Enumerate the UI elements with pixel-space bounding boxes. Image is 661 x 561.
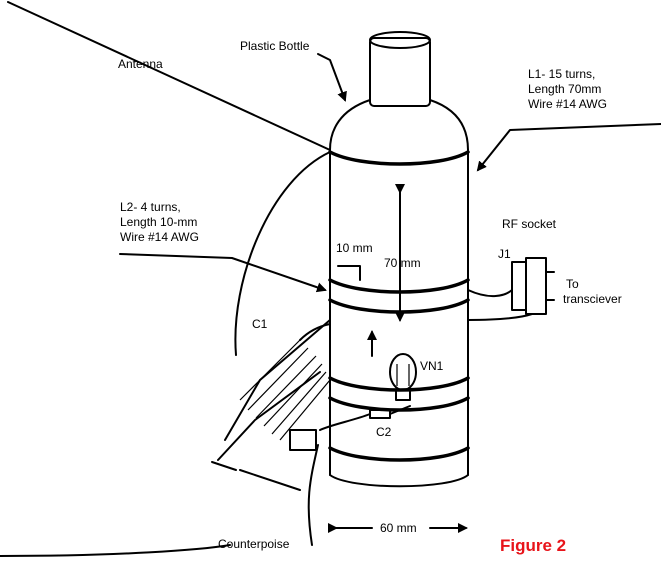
l2-label-line1: L2- 4 turns,: [120, 200, 181, 214]
j1-label: J1: [498, 247, 511, 261]
rf-socket-j1: [467, 257, 555, 321]
plastic-bottle: [329, 31, 469, 488]
neon-lamp-vn1: [389, 353, 417, 401]
antenna-wire: [7, 1, 331, 151]
transceiver-label: transciever: [563, 292, 622, 306]
l1-label-line2: Length 70mm: [528, 82, 601, 96]
counterpoise-label: Counterpoise: [218, 537, 290, 551]
l2-coil: [328, 298, 470, 462]
c1-label: C1: [252, 317, 268, 331]
callout-arrows: [119, 53, 661, 293]
c1-arc: [234, 151, 331, 356]
l1-label-line3: Wire #14 AWG: [528, 97, 607, 111]
dimension-10mm-label: 10 mm: [336, 241, 373, 255]
c2-label: C2: [376, 425, 392, 439]
to-label: To: [566, 277, 579, 291]
rf-socket-label: RF socket: [502, 217, 557, 231]
capacitor-c2: [319, 405, 411, 431]
antenna-label: Antenna: [118, 57, 163, 71]
dimension-60mm-label: 60 mm: [380, 521, 417, 535]
l1-label-line1: L1- 15 turns,: [528, 67, 595, 81]
figure-caption: Figure 2: [500, 536, 566, 555]
counterpoise-wire: [0, 444, 319, 557]
l2-label-line3: Wire #14 AWG: [120, 230, 199, 244]
dimension-10mm: [337, 265, 377, 357]
variable-capacitor-c1: [211, 319, 331, 491]
vn1-label: VN1: [420, 359, 444, 373]
plastic-bottle-label: Plastic Bottle: [240, 39, 310, 53]
dimension-70mm-label: 70 mm: [384, 256, 421, 270]
l2-label-line2: Length 10-mm: [120, 215, 197, 229]
